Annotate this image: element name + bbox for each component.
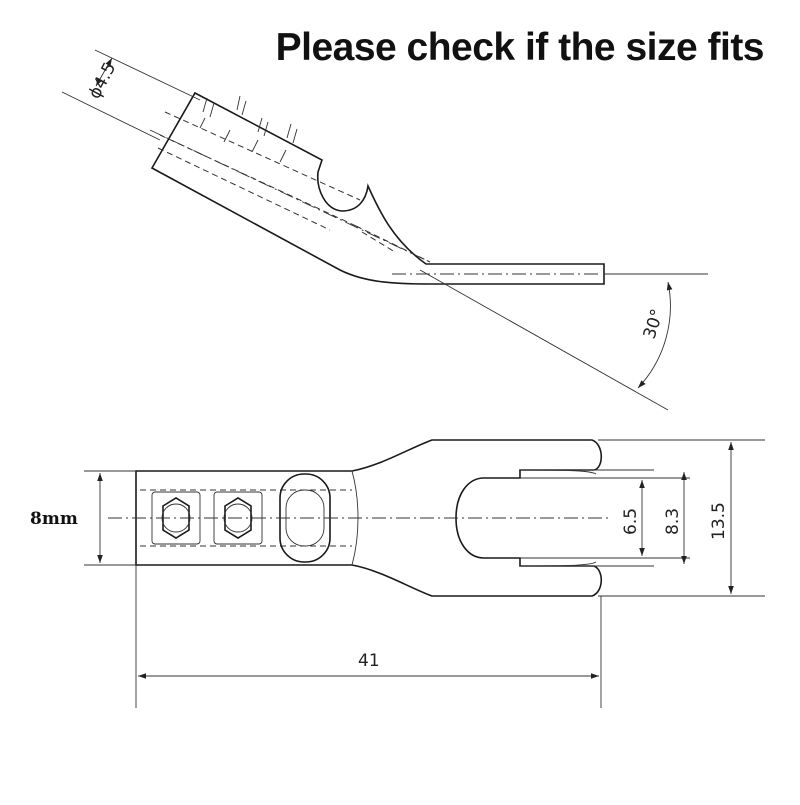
diameter-extension-lines <box>61 49 201 141</box>
fork-inner-label: 8.3 <box>663 508 683 535</box>
set-screw-2-hex-icon <box>224 497 252 539</box>
page-title: Please check if the size fits <box>275 26 765 69</box>
fork-extension-lines <box>520 439 765 597</box>
length-label: 41 <box>358 651 380 671</box>
bore-hidden-lines <box>157 111 431 263</box>
tube-hidden-lines <box>140 489 352 547</box>
top-view: 8mm 6.5 8.3 13.5 41 <box>30 439 765 708</box>
angle-arc <box>637 281 673 389</box>
angle-label: 30° <box>640 307 668 342</box>
diameter-dimension-line <box>95 57 113 87</box>
fork-outer-label: 13.5 <box>709 502 729 540</box>
side-view: ϕ4.5 30° <box>61 49 708 411</box>
width-label: 8mm <box>30 509 78 529</box>
set-screw-1-hex-icon <box>162 497 190 539</box>
angle-reference-line <box>419 269 669 411</box>
side-view-outline <box>150 91 605 285</box>
tube-centerline <box>149 129 431 263</box>
slot-label: 6.5 <box>621 508 641 535</box>
knurl-marks <box>199 95 298 163</box>
diameter-label: ϕ4.5 <box>85 59 121 102</box>
